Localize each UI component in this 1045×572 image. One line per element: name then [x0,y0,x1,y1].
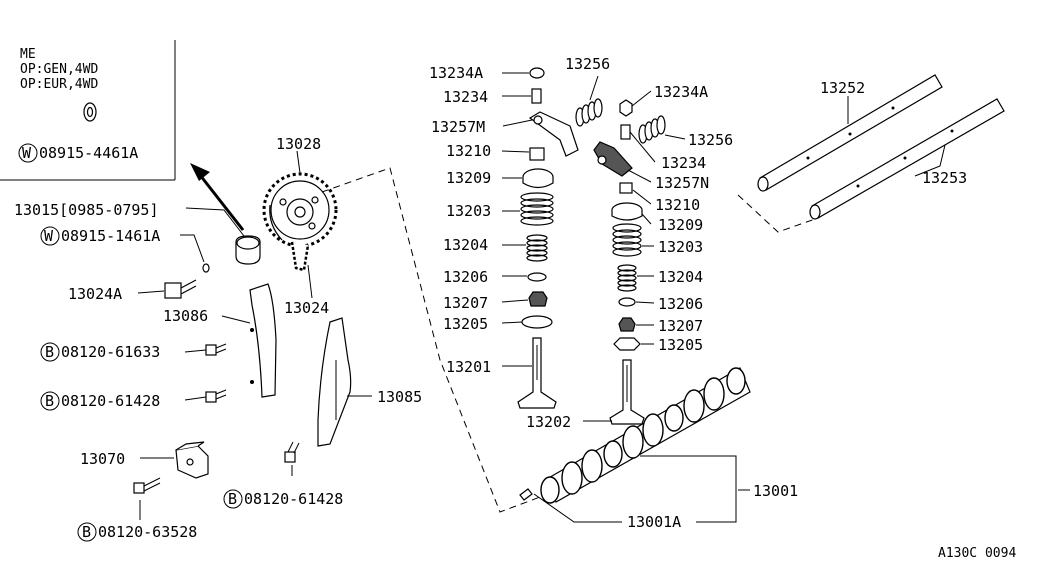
label-13234a-right: 13234A [654,83,708,101]
label-08915-1461a: 08915-1461A [61,227,160,245]
label-13207-left: 13207 [443,294,488,312]
spring-13256-right [638,115,666,144]
label-13252: 13252 [820,79,865,97]
label-13203-left: 13203 [446,202,491,220]
label-13015: 13015[0985-0795] [14,201,159,219]
bolt-08120-61428-bottom [284,441,300,463]
inset-line-3: OP:EUR,4WD [20,77,98,92]
leader-lines [137,72,946,523]
circled-letter-b [40,391,60,411]
spring-13256-top [575,98,603,127]
inset-panel: ME OP:GEN,4WD OP:EUR,4WD W 08915-4461A [0,40,176,181]
circled-letter-w [18,143,38,163]
cam-sprocket-chain [262,172,338,272]
label-13256-top: 13256 [565,55,610,73]
washer-08915-1461a [202,263,210,273]
label-13234-right: 13234 [661,154,706,172]
circled-letter-b [77,522,97,542]
label-b-prefix-61633: B [45,343,54,361]
label-13210-right: 13210 [655,196,700,214]
label-13206-right: 13206 [658,295,703,313]
label-w-prefix: W [44,227,54,245]
label-13234a-left: 13234A [429,64,483,82]
label-b-prefix-63528: B [82,523,91,541]
bolt-08120-63528 [133,477,161,494]
label-13257m: 13257M [431,118,485,136]
label-13205-right: 13205 [658,336,703,354]
inset-line-1: ME [20,47,36,62]
part-labels: 13028 13015[0985-0795] W 08915-1461A 130… [14,55,1016,561]
valve-train-left [517,67,579,409]
label-13206-left: 13206 [443,268,488,286]
label-13257n: 13257N [655,174,709,192]
label-13210-left: 13210 [446,142,491,160]
bolt-08120-61633 [205,343,227,356]
assembly-dashed-line [321,167,541,513]
label-13207-right: 13207 [658,317,703,335]
label-b-prefix-61428-left: B [45,392,54,410]
rocker-shaft-13253 [809,98,1005,220]
label-13256-right: 13256 [688,131,733,149]
label-08120-61633: 08120-61633 [61,343,160,361]
circled-letter-w [40,226,60,246]
label-13001a: 13001A [627,513,681,531]
label-13024: 13024 [284,299,329,317]
inset-washer-prefix: W [22,144,32,162]
label-13070: 13070 [80,450,125,468]
camshaft-13001 [519,367,751,504]
shaft-dashed-line [737,194,819,233]
label-13253: 13253 [922,169,967,187]
bolt-08120-61428-left [205,389,227,403]
label-13234-left: 13234 [443,88,488,106]
label-08120-61428-bottom: 08120-61428 [244,490,343,508]
bolt-13024a [164,279,197,299]
label-13204-right: 13204 [658,268,703,286]
inset-line-2: OP:GEN,4WD [20,62,98,77]
label-13209-left: 13209 [446,169,491,187]
label-13205-left: 13205 [443,315,488,333]
label-13085: 13085 [377,388,422,406]
label-13209-right: 13209 [658,216,703,234]
label-08120-61428-left: 08120-61428 [61,392,160,410]
valve-train-right [593,99,645,425]
chain-guide-13086 [249,283,277,398]
circled-letter-b [223,489,243,509]
sprocket-spacer [235,235,261,265]
inset-washer-code: 08915-4461A [39,144,138,162]
label-13203-right: 13203 [658,238,703,256]
chain-guide-13085 [317,317,352,447]
direction-arrow [190,163,245,231]
label-13202: 13202 [526,413,571,431]
label-13024a: 13024A [68,285,122,303]
label-b-prefix-61428-bottom: B [228,490,237,508]
label-08120-63528: 08120-63528 [98,523,197,541]
label-13086: 13086 [163,307,208,325]
label-13001: 13001 [753,482,798,500]
label-13028: 13028 [276,135,321,153]
tensioner-13070 [175,441,209,479]
label-13201: 13201 [446,358,491,376]
rocker-shaft-13252 [757,74,943,192]
figure-code: A130C 0094 [938,546,1016,561]
label-13204-left: 13204 [443,236,488,254]
circled-letter-b [40,342,60,362]
